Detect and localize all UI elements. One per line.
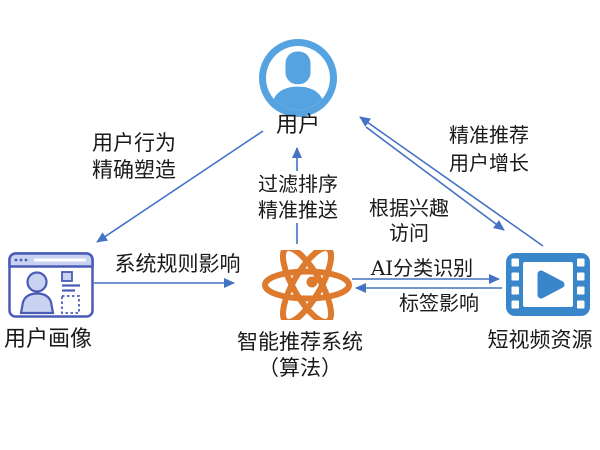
- recommendation-system-node-label: 智能推荐系统 （算法）: [220, 329, 380, 381]
- arrow-video-to-user: [359, 116, 544, 247]
- edge-label-portrait-to-system: 系统规则影响: [114, 252, 241, 276]
- arrow-user-to-portrait: [96, 130, 264, 243]
- edge-label-video-to-user: 精准推荐 用户增长: [449, 123, 529, 175]
- short-video-node-label: 短视频资源: [487, 328, 593, 352]
- edge-label-user-to-video: 根据兴趣 访问: [369, 196, 449, 245]
- arrow-user-to-video: [365, 126, 505, 231]
- edge-label-system-to-video: AI分类识别: [370, 256, 474, 280]
- user-avatar-icon: [259, 39, 337, 117]
- edge-label-user-to-portrait: 用户行为 精确塑造: [92, 131, 176, 182]
- profile-card-icon: [8, 252, 94, 318]
- video-film-icon: [506, 253, 590, 316]
- edge-label-system-to-user: 过滤排序 精准推送: [252, 171, 344, 223]
- atom-icon: [262, 250, 352, 320]
- user-portrait-node-label: 用户画像: [4, 327, 93, 352]
- recommendation-system-label-line2: （算法）: [258, 356, 342, 380]
- edge-label-video-to-system: 标签影响: [399, 291, 479, 315]
- recommendation-system-label-line1: 智能推荐系统: [237, 330, 363, 354]
- user-node-label: 用户: [275, 113, 320, 138]
